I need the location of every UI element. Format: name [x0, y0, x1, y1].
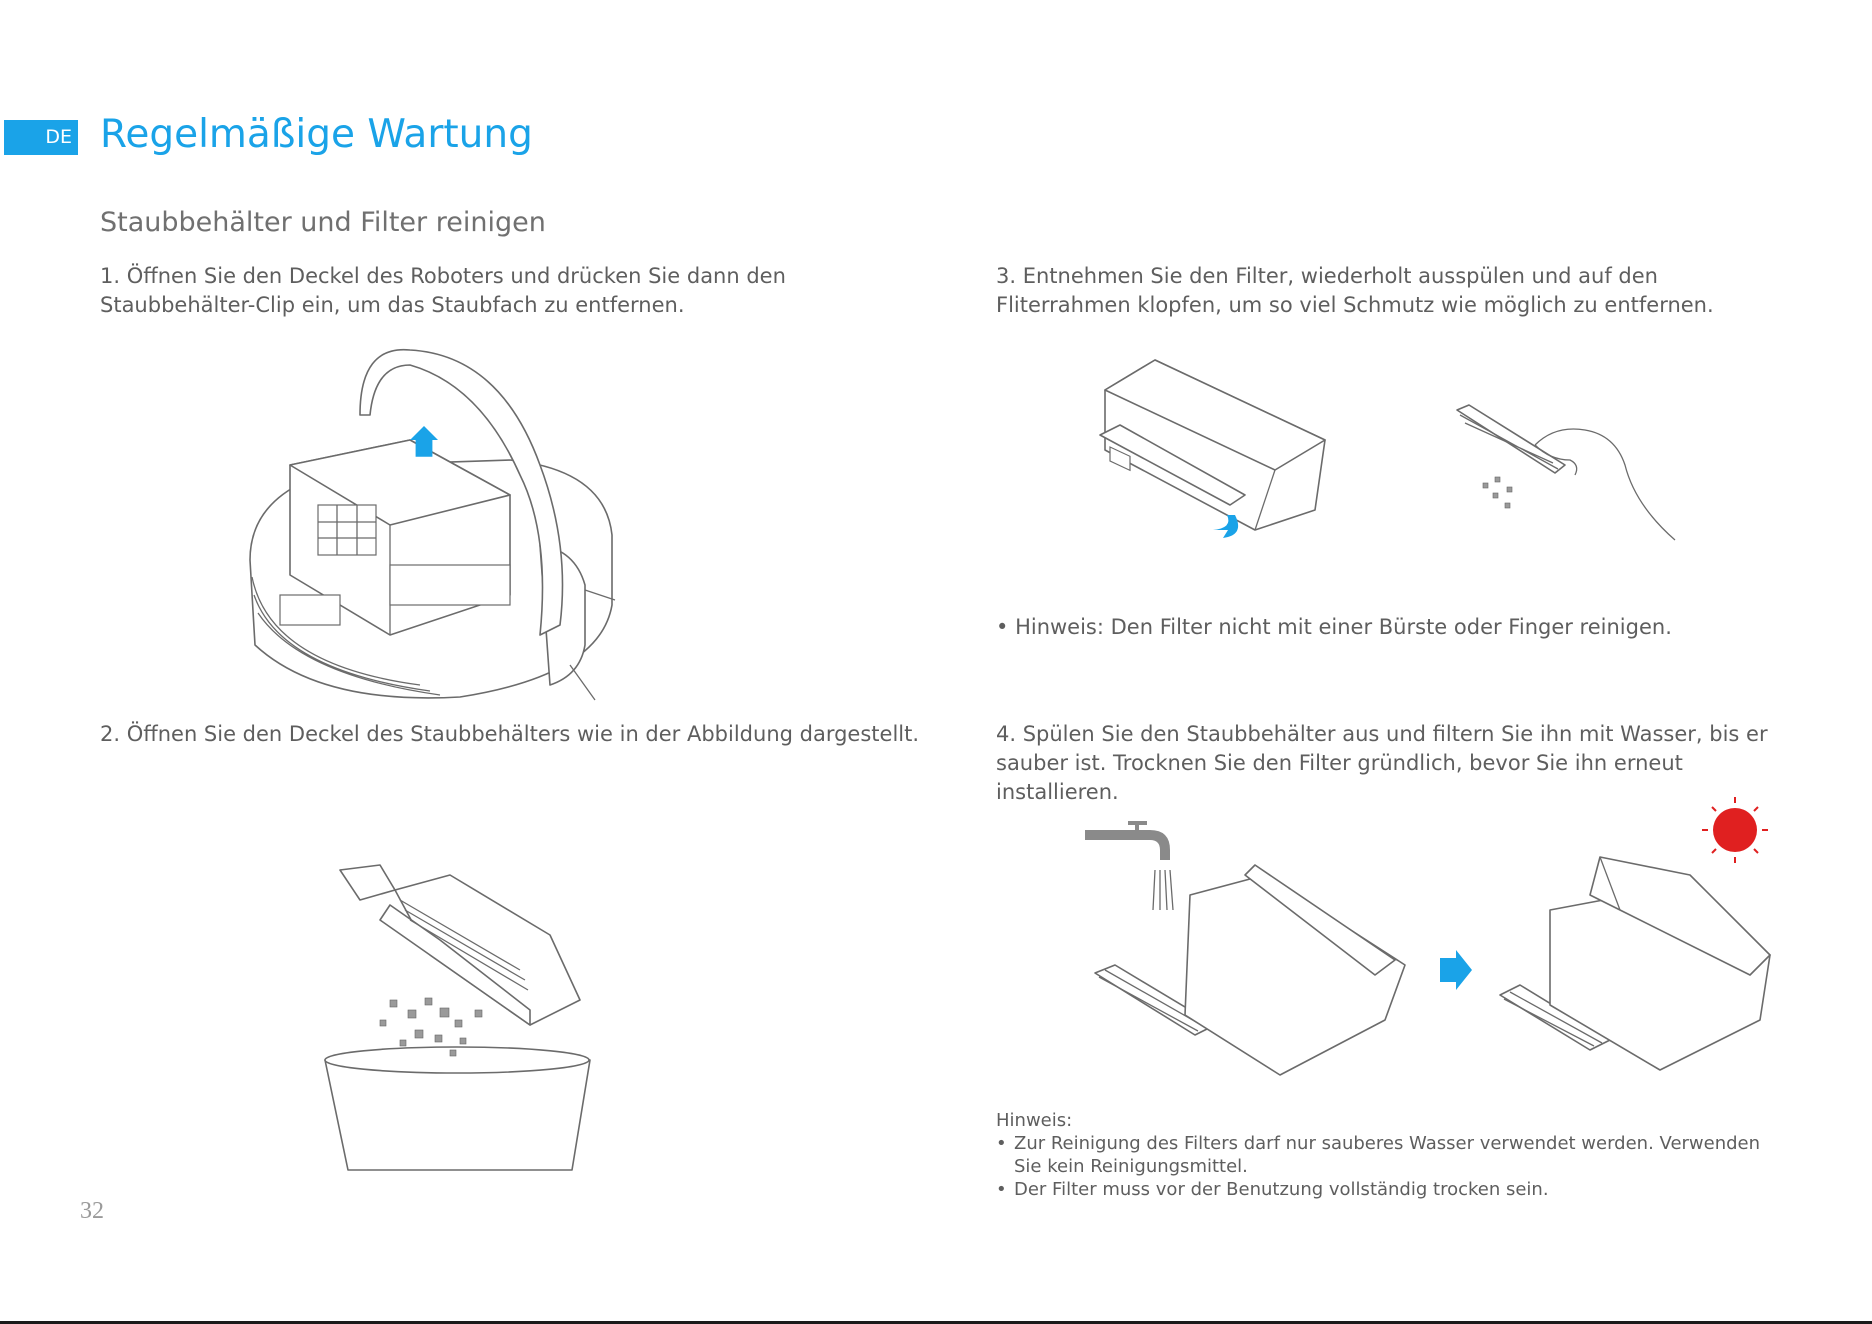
tap-icon	[1085, 830, 1170, 860]
up-arrow-icon	[410, 426, 438, 457]
step-2-text: 2. Öffnen Sie den Deckel des Staubbehält…	[100, 722, 920, 746]
step-4-text: 4. Spülen Sie den Staubbehälter aus und …	[996, 722, 1768, 804]
right-arrow-icon	[1440, 950, 1472, 990]
step-3-note-text: Hinweis: Den Filter nicht mit einer Bürs…	[1015, 615, 1672, 639]
list-item: Der Filter muss vor der Benutzung vollst…	[996, 1178, 1786, 1201]
curved-arrow-icon	[1213, 515, 1239, 538]
filter-removal-illustration	[1099, 359, 1326, 538]
step-4-note-heading: Hinweis:	[996, 1110, 1073, 1131]
section-subtitle: Staubbehälter und Filter reinigen	[100, 207, 546, 238]
list-item: Zur Reinigung des Filters darf nur saube…	[996, 1132, 1786, 1178]
empty-dustbin-illustration	[324, 864, 591, 1171]
tap-filter-illustration	[1456, 404, 1676, 541]
step-3-text: 3. Entnehmen Sie den Filter, wiederholt …	[996, 264, 1714, 317]
step-3-note: • Hinweis: Den Filter nicht mit einer Bü…	[996, 615, 1672, 639]
page-title: Regelmäßige Wartung	[100, 112, 533, 157]
bottom-rule	[0, 1321, 1872, 1324]
sun-icon	[1702, 797, 1768, 863]
robot-open-lid-illustration	[249, 348, 616, 701]
wash-illustration	[1085, 821, 1406, 1076]
reassembled-bin-illustration	[1499, 856, 1771, 1071]
language-tab: DE	[4, 120, 78, 155]
page-number: 32	[80, 1198, 104, 1224]
step-4-note-list: Zur Reinigung des Filters darf nur saube…	[996, 1132, 1786, 1201]
step-1-text: 1. Öffnen Sie den Deckel des Roboters un…	[100, 264, 786, 317]
